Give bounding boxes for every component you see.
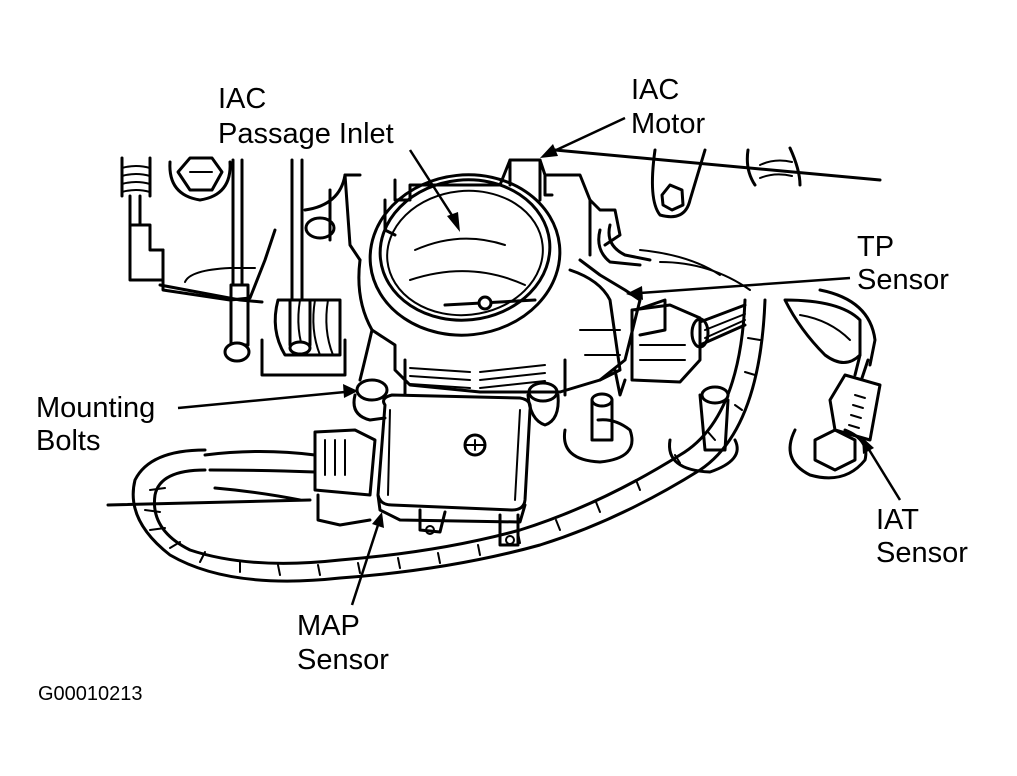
label-iac-motor-line2: Motor bbox=[631, 108, 705, 140]
label-map-sensor-line1: MAP bbox=[297, 610, 360, 642]
upper-right-bracket bbox=[553, 146, 882, 219]
label-map-sensor: MAP Sensor bbox=[297, 610, 389, 676]
label-iac-motor: IAC Motor bbox=[631, 74, 705, 140]
spring-icon bbox=[120, 156, 165, 282]
map-sensor-connector bbox=[203, 428, 377, 527]
hex-bolt-icon bbox=[168, 156, 232, 202]
label-tp-sensor-line2: Sensor bbox=[857, 264, 949, 296]
label-tp-sensor-line1: TP bbox=[857, 231, 894, 263]
mounting-bolt-left bbox=[352, 378, 389, 422]
label-iac-passage-inlet-line2: Passage Inlet bbox=[218, 118, 394, 150]
wire-harness bbox=[106, 298, 767, 583]
label-iat-sensor-line1: IAT bbox=[876, 504, 919, 536]
throttle-linkage bbox=[120, 156, 362, 377]
label-iat-sensor-line2: Sensor bbox=[876, 537, 968, 569]
mounting-bolt-right bbox=[526, 381, 560, 427]
label-map-sensor-line2: Sensor bbox=[297, 644, 389, 676]
label-mounting-bolts: Mounting Bolts bbox=[36, 392, 155, 457]
lower-stud-left bbox=[562, 392, 634, 464]
lower-stud-right bbox=[668, 385, 739, 474]
label-tp-sensor: TP Sensor bbox=[857, 231, 949, 296]
label-mounting-bolts-line2: Bolts bbox=[36, 425, 100, 457]
label-mounting-bolts-line1: Mounting bbox=[36, 392, 155, 424]
callout-leaders bbox=[177, 116, 902, 606]
map-sensor bbox=[352, 378, 560, 547]
label-iat-sensor: IAT Sensor bbox=[876, 504, 968, 569]
label-iac-passage-inlet-line1: IAC bbox=[218, 83, 266, 115]
label-iac-passage-inlet: IAC Passage Inlet bbox=[218, 83, 394, 150]
figure-id: G00010213 bbox=[38, 683, 143, 705]
tp-sensor-connector bbox=[630, 298, 747, 384]
label-iac-motor-line1: IAC bbox=[631, 74, 679, 106]
throttle-body bbox=[357, 158, 751, 397]
iat-sensor bbox=[783, 288, 882, 480]
